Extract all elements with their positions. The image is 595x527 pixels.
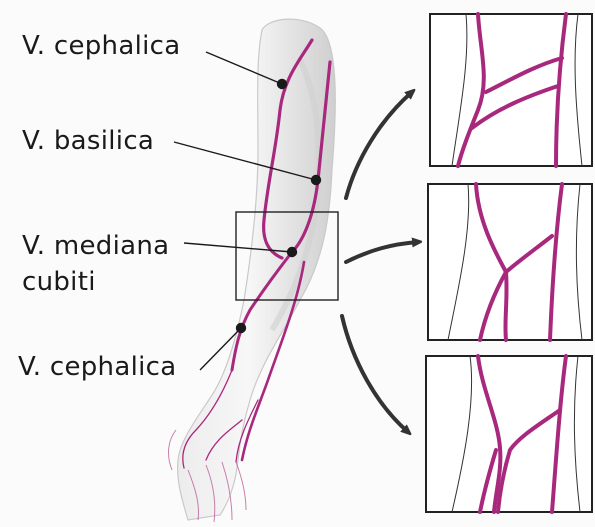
dot-basilica xyxy=(312,176,321,185)
panel-variant-3 xyxy=(426,356,592,512)
arm-illustration xyxy=(169,19,336,522)
label-mediana-cubiti: V. mediana cubiti xyxy=(22,228,169,300)
arrow-to-panel-2 xyxy=(346,242,418,262)
pointer-arrows xyxy=(342,92,418,432)
dot-mediana xyxy=(288,248,297,257)
dot-cephalica-top xyxy=(278,80,287,89)
panel-1-frame xyxy=(430,14,592,166)
label-mediana-line2: cubiti xyxy=(22,264,169,300)
label-cephalica-top: V. cephalica xyxy=(22,31,180,61)
panel-variant-2 xyxy=(428,184,592,340)
arrow-to-panel-3 xyxy=(342,316,408,432)
label-basilica: V. basilica xyxy=(22,126,154,156)
panel-variant-1 xyxy=(430,14,592,166)
arrow-to-panel-1 xyxy=(346,92,412,198)
panel-3-frame xyxy=(426,356,592,512)
label-mediana-line1: V. mediana xyxy=(22,228,169,264)
label-cephalica-bottom: V. cephalica xyxy=(18,352,176,382)
dot-cephalica-bottom xyxy=(237,324,246,333)
